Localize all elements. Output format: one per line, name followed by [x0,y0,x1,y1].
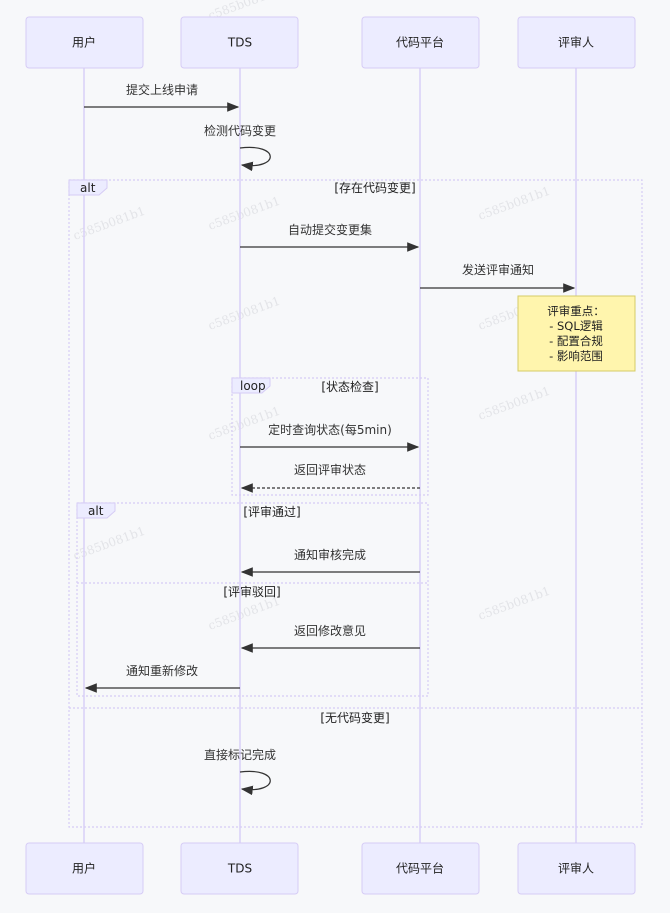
actor-user-bottom[interactable]: 用户 [25,842,144,895]
svg-text:评审人: 评审人 [558,861,594,876]
svg-text:c585b081b1: c585b081b1 [476,184,552,223]
svg-text:检测代码变更: 检测代码变更 [204,123,276,138]
actor-tds-bottom[interactable]: TDS [180,842,299,895]
svg-text:发送评审通知: 发送评审通知 [462,262,534,277]
message-send-review-notice: 发送评审通知 [420,262,576,293]
svg-text:c585b081b1: c585b081b1 [476,584,552,623]
svg-text:c585b081b1: c585b081b1 [206,594,282,633]
svg-text:评审重点：: 评审重点： [547,304,605,318]
message-poll-status: 定时查询状态(每5min) [240,422,420,452]
svg-text:alt: alt [88,504,104,518]
svg-text:[评审驳回]: [评审驳回] [223,584,280,599]
svg-text:用户: 用户 [72,35,96,50]
outer-alt-frame: alt [存在代码变更] [无代码变更] [68,179,643,828]
review-focus-note: 评审重点： - SQL逻辑 - 配置合规 - 影响范围 [517,295,636,372]
message-notify-approved: 通知审核完成 [240,547,420,577]
svg-text:c585b081b1: c585b081b1 [71,524,147,563]
svg-text:通知重新修改: 通知重新修改 [126,663,198,678]
actor-reviewer-bottom[interactable]: 评审人 [517,842,636,895]
svg-text:[状态检查]: [状态检查] [321,379,378,394]
svg-text:返回修改意见: 返回修改意见 [294,623,366,638]
svg-text:- 影响范围: - 影响范围 [549,349,603,363]
svg-text:用户: 用户 [72,861,96,876]
svg-text:评审人: 评审人 [558,35,594,50]
svg-text:c585b081b1: c585b081b1 [206,294,282,333]
actor-reviewer-top[interactable]: 评审人 [517,16,636,69]
svg-text:代码平台: 代码平台 [396,35,444,50]
svg-text:代码平台: 代码平台 [396,861,444,876]
svg-text:通知审核完成: 通知审核完成 [294,547,366,562]
message-mark-complete: 直接标记完成 [204,747,276,796]
svg-text:- SQL逻辑: - SQL逻辑 [549,319,603,333]
actor-tds-top[interactable]: TDS [180,16,299,69]
svg-text:alt: alt [80,181,96,195]
message-submit-request: 提交上线申请 [84,82,240,112]
svg-text:[评审通过]: [评审通过] [243,504,300,519]
svg-text:返回评审状态: 返回评审状态 [294,462,366,477]
svg-text:TDS: TDS [227,36,252,50]
message-return-status: 返回评审状态 [240,462,420,493]
message-notify-resubmit: 通知重新修改 [84,663,240,693]
actor-code-platform-bottom[interactable]: 代码平台 [361,842,480,895]
actor-user-top[interactable]: 用户 [25,16,144,69]
inner-alt-frame: alt [评审通过] [评审驳回] [76,502,429,697]
svg-text:[无代码变更]: [无代码变更] [320,710,389,725]
actor-code-platform-top[interactable]: 代码平台 [361,16,480,69]
message-return-feedback: 返回修改意见 [240,623,420,653]
svg-text:直接标记完成: 直接标记完成 [204,747,276,762]
message-detect-changes: 检测代码变更 [204,123,276,172]
svg-text:c585b081b1: c585b081b1 [206,194,282,233]
svg-text:loop: loop [240,379,266,393]
svg-text:- 配置合规: - 配置合规 [549,334,603,348]
svg-text:TDS: TDS [227,862,252,876]
svg-text:提交上线申请: 提交上线申请 [126,82,198,97]
svg-text:c585b081b1: c585b081b1 [71,204,147,243]
svg-text:[存在代码变更]: [存在代码变更] [334,180,415,195]
svg-text:c585b081b1: c585b081b1 [476,384,552,423]
svg-text:定时查询状态(每5min): 定时查询状态(每5min) [268,422,392,437]
loop-frame: loop [状态检查] [231,377,429,496]
svg-text:自动提交变更集: 自动提交变更集 [288,222,372,237]
message-auto-submit-changeset: 自动提交变更集 [240,222,420,252]
